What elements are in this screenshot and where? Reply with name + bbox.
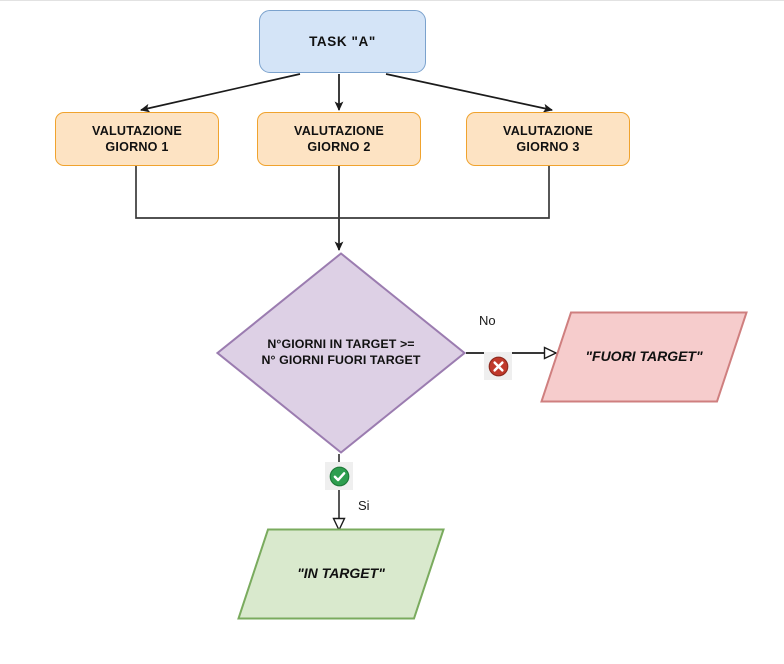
node-valutazione-giorno-3[interactable]: VALUTAZIONE GIORNO 3 [466, 112, 630, 166]
edge-label-si: Si [358, 498, 370, 513]
node-decision-giorni-in-target[interactable]: N°GIORNI IN TARGET >= N° GIORNI FUORI TA… [216, 252, 466, 454]
edge-start-to-eval3 [385, 73, 553, 113]
success-check-icon [325, 462, 353, 490]
node-in-target-label: "IN TARGET" [297, 565, 385, 582]
error-circle-icon [484, 352, 512, 380]
node-in-target[interactable]: "IN TARGET" [237, 528, 445, 620]
node-valutazione-giorno-3-label: VALUTAZIONE GIORNO 3 [503, 123, 593, 154]
node-valutazione-giorno-1[interactable]: VALUTAZIONE GIORNO 1 [55, 112, 219, 166]
edge-start-to-eval1 [140, 73, 301, 113]
node-decision-label: N°GIORNI IN TARGET >= N° GIORNI FUORI TA… [261, 337, 421, 367]
node-valutazione-giorno-1-label: VALUTAZIONE GIORNO 1 [92, 123, 182, 154]
parallelogram-shape-fuori-target [540, 311, 748, 403]
node-valutazione-giorno-2[interactable]: VALUTAZIONE GIORNO 2 [257, 112, 421, 166]
node-task-a-label: TASK "A" [309, 33, 376, 49]
node-fuori-target-label: "FUORI TARGET" [585, 348, 703, 365]
edge-eval3-to-merge [339, 166, 550, 219]
node-fuori-target[interactable]: "FUORI TARGET" [540, 311, 748, 403]
node-task-a[interactable]: TASK "A" [259, 10, 426, 73]
edge-label-no: No [479, 313, 496, 328]
diamond-shape [216, 252, 466, 454]
edge-eval1-to-merge [135, 166, 339, 219]
canvas-top-divider [0, 0, 784, 1]
parallelogram-shape-in-target [237, 528, 445, 620]
node-valutazione-giorno-2-label: VALUTAZIONE GIORNO 2 [294, 123, 384, 154]
